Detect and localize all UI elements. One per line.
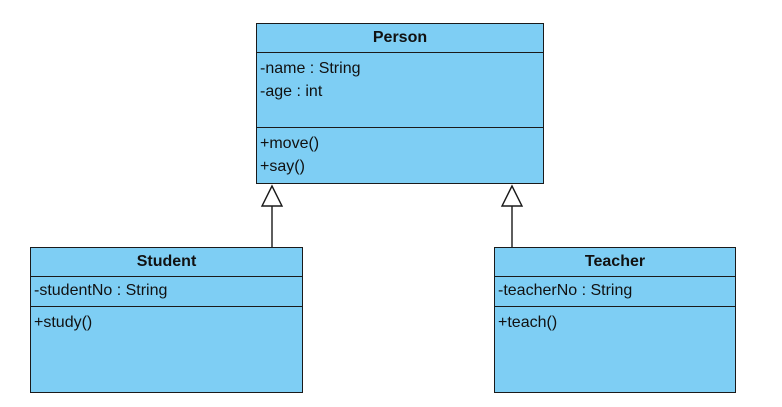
person-operations: +move() +say(): [257, 128, 543, 182]
person-attributes: -name : String -age : int: [257, 53, 543, 128]
student-attributes: -studentNo : String: [31, 277, 302, 307]
teacher-class[interactable]: Teacher -teacherNo : String +teach(): [494, 247, 736, 393]
teacher-operations: +teach(): [495, 307, 735, 338]
student-attribute-studentno: -studentNo : String: [34, 282, 168, 299]
person-operation-say: +say(): [260, 158, 305, 175]
teacher-attributes: -teacherNo : String: [495, 277, 735, 307]
student-class[interactable]: Student -studentNo : String +study(): [30, 247, 303, 393]
teacher-generalization-arrowhead: [500, 184, 524, 207]
teacher-class-name: Teacher: [495, 248, 735, 277]
person-attribute-age: -age : int: [260, 83, 323, 100]
student-class-name: Student: [31, 248, 302, 277]
teacher-attribute-teacherno: -teacherNo : String: [498, 282, 633, 299]
teacher-operation-teach: +teach(): [498, 314, 558, 331]
teacher-generalization-arrow: [500, 184, 524, 247]
person-operation-move: +move(): [260, 135, 320, 152]
student-operation-study: +study(): [34, 314, 93, 331]
person-attribute-name: -name : String: [260, 60, 361, 77]
person-class-name: Person: [257, 24, 543, 53]
student-operations: +study(): [31, 307, 302, 338]
person-class[interactable]: Person -name : String -age : int +move()…: [256, 23, 544, 184]
student-generalization-arrowhead: [260, 184, 284, 207]
student-generalization-arrow: [260, 184, 284, 247]
